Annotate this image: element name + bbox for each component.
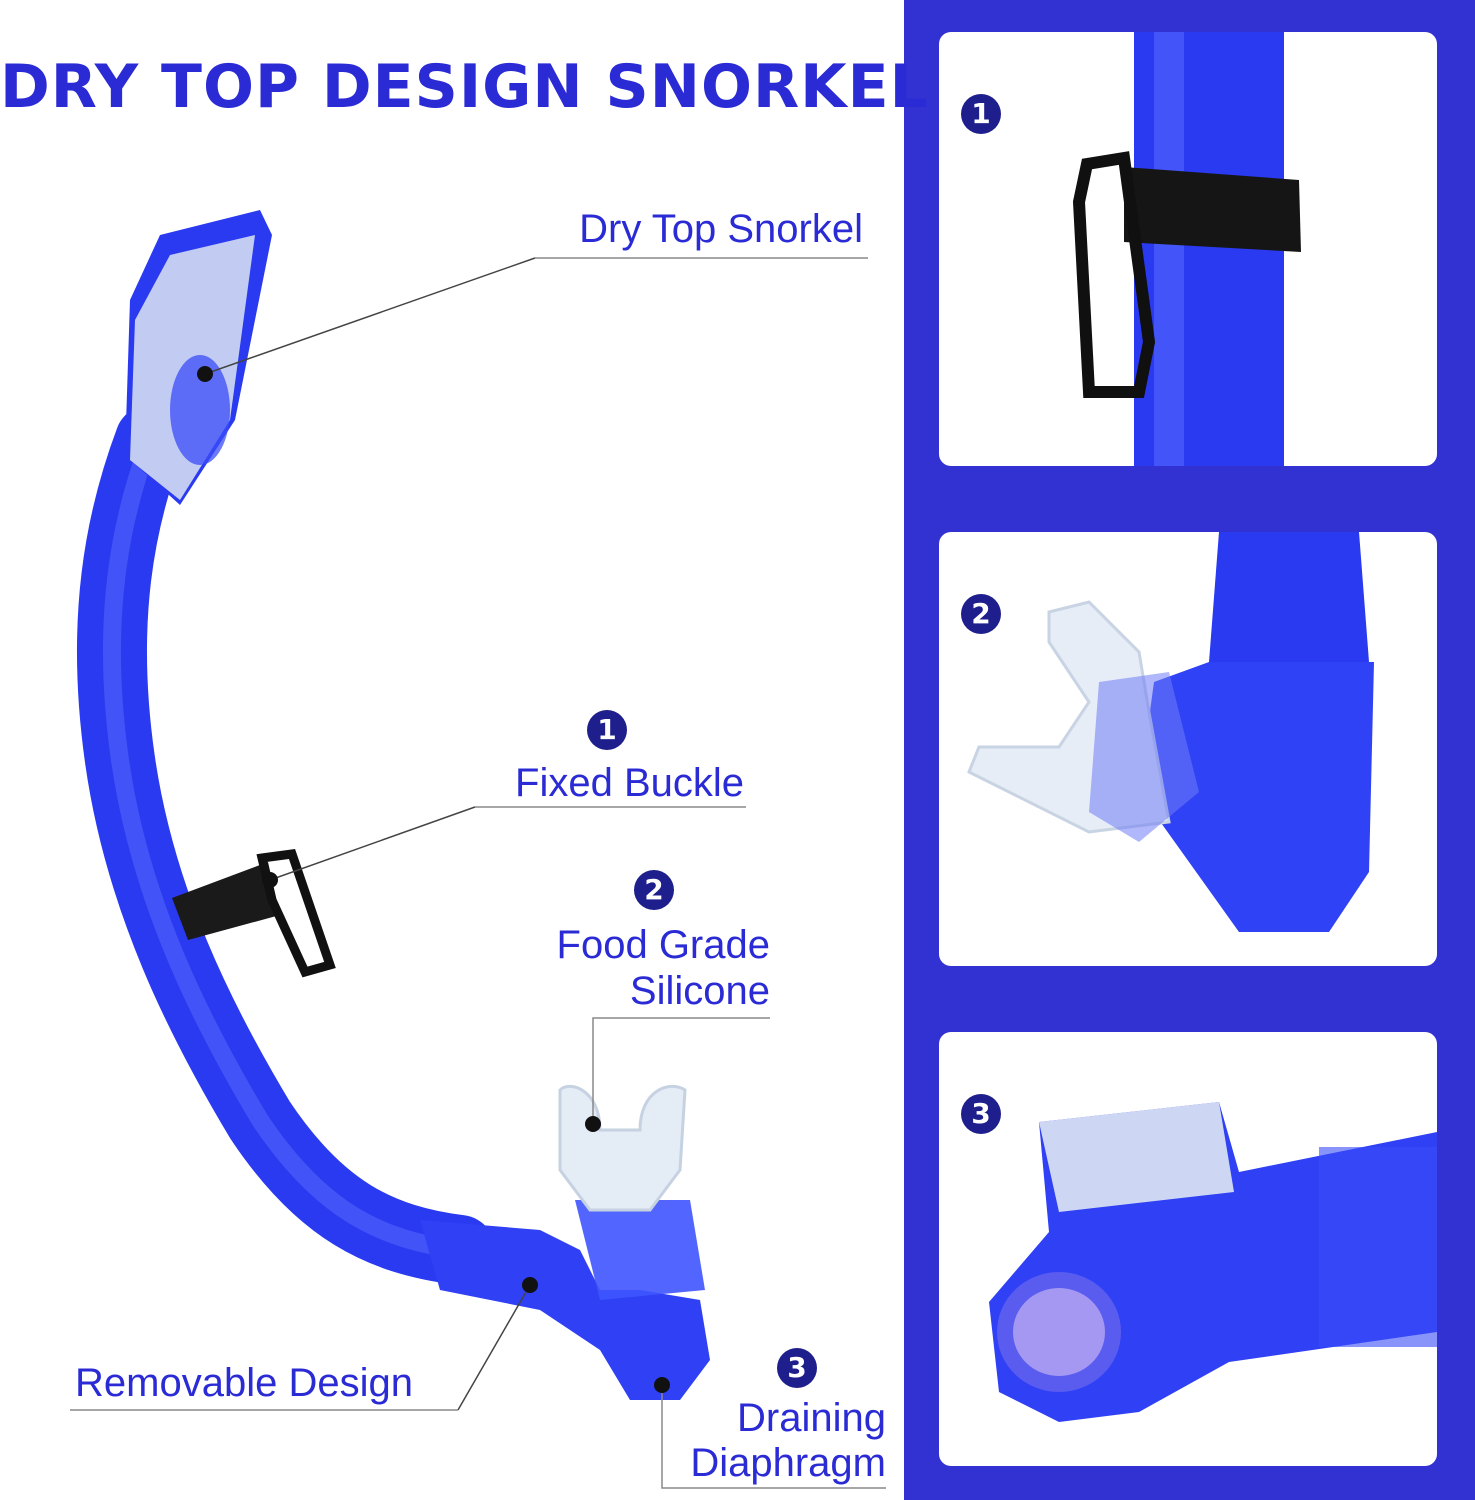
removable-design-label: Removable Design	[75, 1361, 413, 1405]
draining-number-badge: 3	[777, 1348, 817, 1388]
panel-2-number-badge: 2	[961, 594, 1001, 634]
panel-1-number-badge: 1	[961, 94, 1001, 134]
detail-panel-buckle: 1	[939, 32, 1437, 466]
detail-panel-mouthpiece: 2	[939, 532, 1437, 966]
draining-label-line1: Draining	[737, 1396, 886, 1440]
fixed-buckle-number-badge: 1	[587, 710, 627, 750]
diaphragm-closeup-image	[989, 1102, 1437, 1422]
food-grade-number-badge: 2	[634, 870, 674, 910]
mouthpiece-closeup-image	[967, 532, 1374, 932]
snorkel-illustration	[70, 210, 886, 1489]
food-grade-label-line1: Food Grade	[556, 923, 770, 967]
draining-label-line2: Diaphragm	[690, 1441, 886, 1485]
food-grade-label-line2: Silicone	[629, 969, 770, 1013]
buckle-closeup-image	[1072, 32, 1301, 466]
page-title: DRY TOP DESIGN SNORKEL	[0, 52, 929, 122]
panel-3-number-badge: 3	[961, 1094, 1001, 1134]
fixed-buckle-label: Fixed Buckle	[515, 761, 744, 805]
dry-top-snorkel-label: Dry Top Snorkel	[579, 207, 863, 251]
detail-panel-diaphragm: 3	[939, 1032, 1437, 1466]
